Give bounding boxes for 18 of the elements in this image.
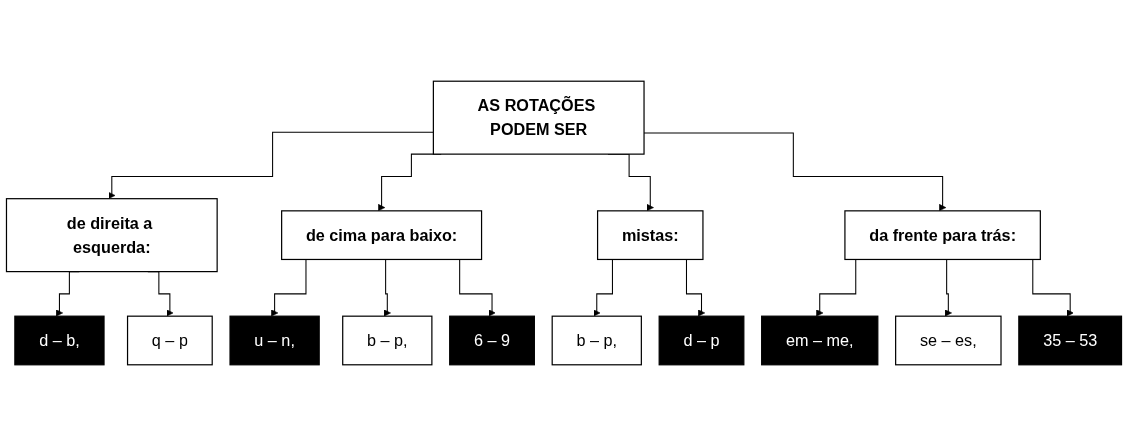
node-box: de direita a esquerda: <box>5 198 218 273</box>
node-box: b – p, <box>342 315 433 366</box>
node-box: 6 – 9 <box>449 315 535 366</box>
node-box: d – b, <box>14 315 105 366</box>
arrow <box>108 131 434 199</box>
node-box: u – n, <box>229 315 320 366</box>
node-box: da frente para trás: <box>844 210 1041 261</box>
node-box: q – p <box>126 315 213 366</box>
node-box: AS ROTAÇÕES PODEM SER <box>432 80 645 155</box>
node-box: em – me, <box>761 315 879 366</box>
node-box: 35 – 53 <box>1018 315 1123 366</box>
node-box: mistas: <box>597 210 704 261</box>
node-box: d – p <box>658 315 745 366</box>
arrow <box>383 258 391 317</box>
node-box: se – es, <box>895 315 1002 366</box>
node-box: de cima para baixo: <box>281 210 483 261</box>
node-box: b – p, <box>551 315 642 366</box>
arrow <box>944 258 952 317</box>
